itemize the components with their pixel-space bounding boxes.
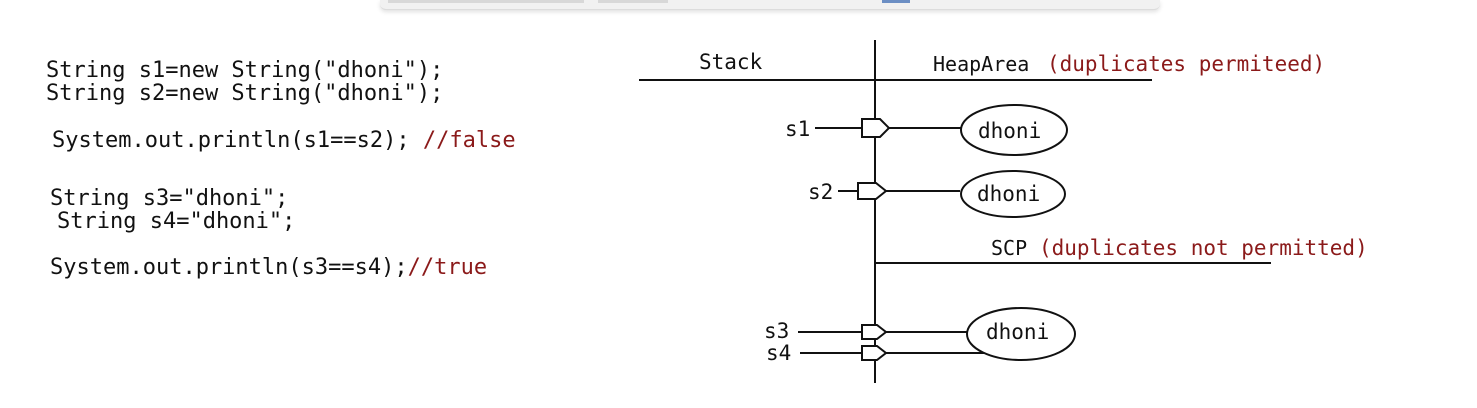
scp-note: (duplicates not permitted) <box>1039 236 1368 260</box>
toolbar-segment <box>598 0 668 3</box>
code-line-3: System.out.println(s1==s2); //false <box>52 130 516 152</box>
code-line-6-text: System.out.println(s3==s4); <box>50 255 408 280</box>
scp-object-1-value: dhoni <box>986 320 1049 344</box>
code-line-3-text: System.out.println(s1==s2); <box>52 128 410 153</box>
s4-arrow-head <box>861 345 888 361</box>
code-line-3-comment: //false <box>422 128 516 153</box>
window-toolbar-edge <box>380 0 1160 10</box>
ref-label-s2: s2 <box>808 180 833 204</box>
code-line-1: String s1=new String("dhoni"); <box>46 58 444 83</box>
code-line-4: String s3="dhoni"; <box>50 186 289 211</box>
heap-object-2-value: dhoni <box>977 182 1040 206</box>
scp-object-1 <box>966 307 1076 361</box>
ref-label-s4: s4 <box>766 341 791 365</box>
code-line-6-comment: //true <box>407 255 488 280</box>
ref-label-s1: s1 <box>785 117 810 141</box>
scp-label: SCP <box>991 236 1027 260</box>
ref-label-s3: s3 <box>764 319 789 343</box>
heap-note: (duplicates permiteed) <box>1047 52 1325 76</box>
heap-object-2 <box>960 170 1066 218</box>
s3-arrow-head <box>861 324 888 340</box>
stack-label: Stack <box>699 50 763 74</box>
code-line-5: String s4="dhoni"; <box>57 209 296 234</box>
toolbar-segment <box>388 0 584 3</box>
s1-arrow-head <box>861 118 891 138</box>
code-line-6: System.out.println(s3==s4);//true <box>50 257 487 279</box>
heap-label: HeapArea <box>933 52 1029 76</box>
heap-object-1-value: dhoni <box>978 119 1041 143</box>
s2-arrow-head <box>857 182 888 200</box>
heap-object-1 <box>960 104 1068 156</box>
toolbar-accent <box>882 0 910 3</box>
code-line-2: String s2=new String("dhoni"); <box>46 81 444 106</box>
